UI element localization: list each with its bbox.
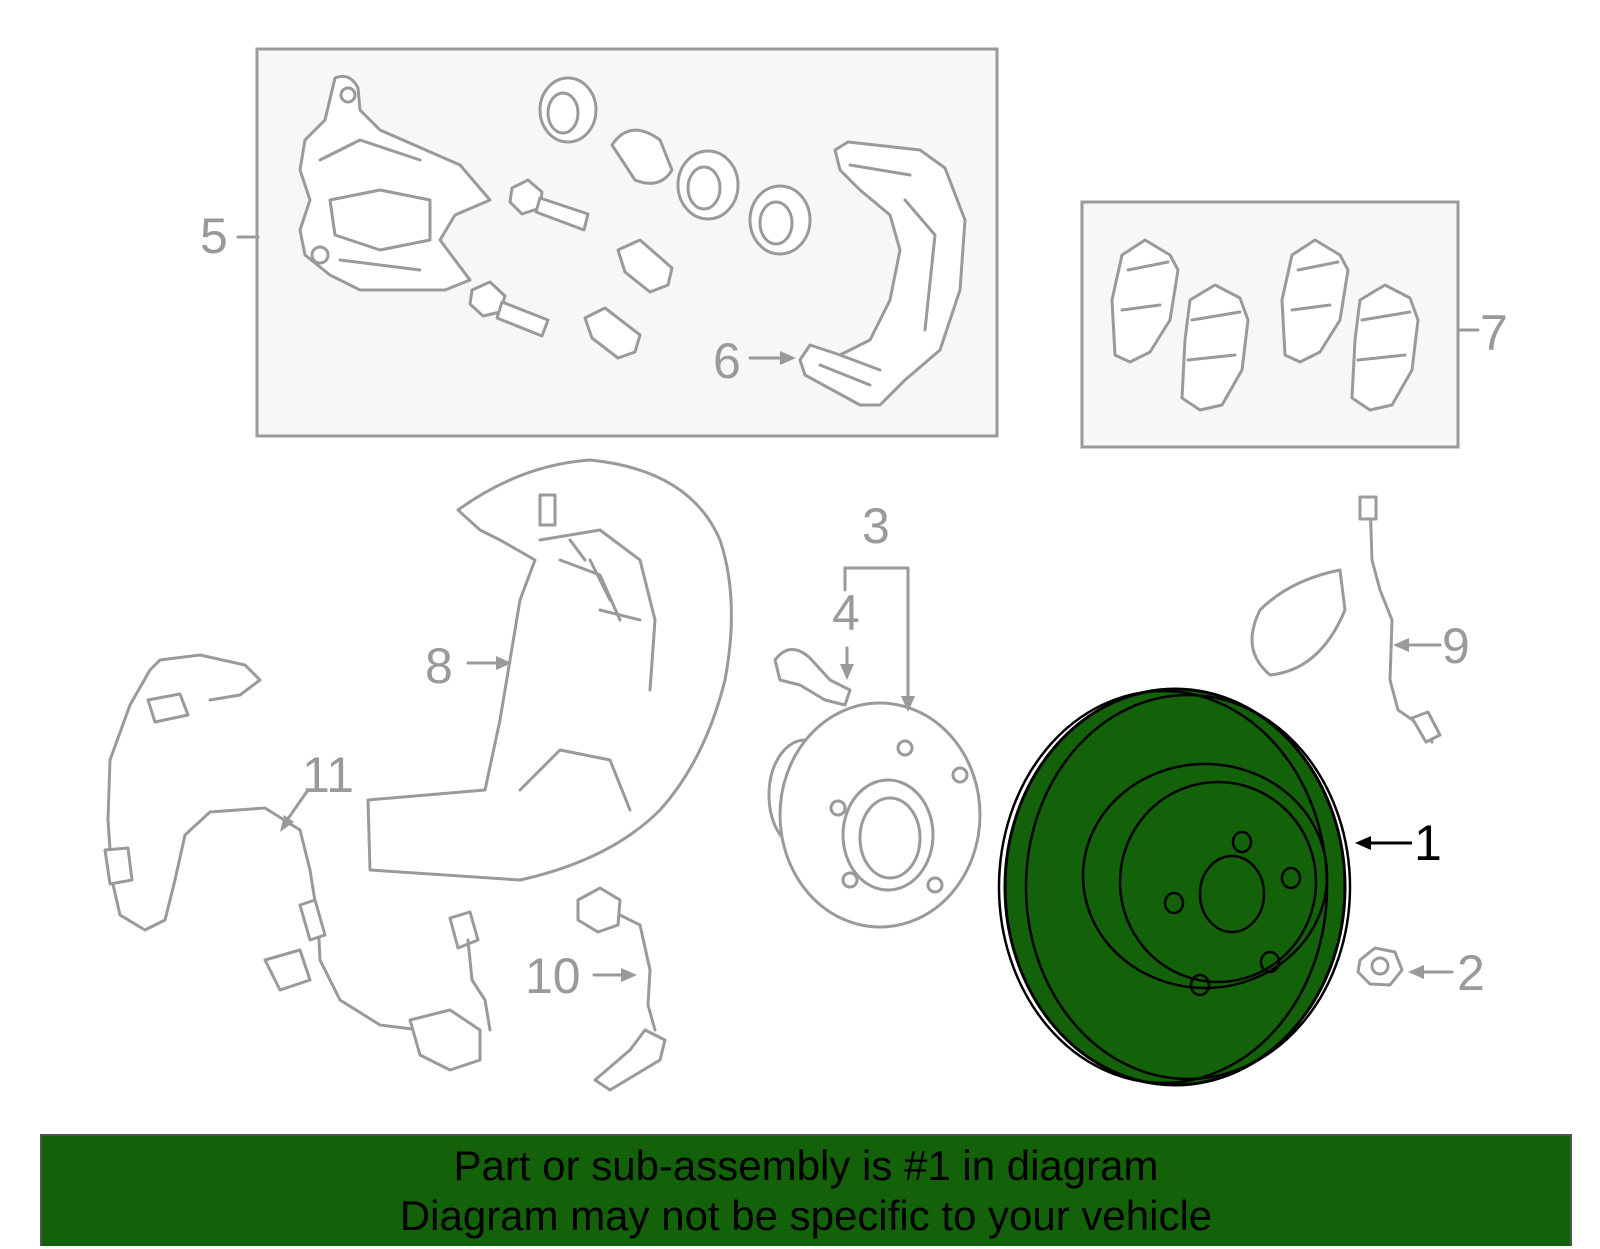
caliper-assembly-group bbox=[255, 47, 999, 438]
caliper-body bbox=[298, 74, 492, 292]
callout-1: 1 bbox=[1414, 815, 1442, 871]
callout-8: 8 bbox=[425, 638, 453, 694]
banner-line-1: Part or sub-assembly is #1 in diagram bbox=[453, 1142, 1159, 1189]
info-banner: Part or sub-assembly is #1 in diagram Di… bbox=[40, 1134, 1572, 1246]
brake-rotor-highlight bbox=[997, 687, 1352, 1087]
dust-shield bbox=[366, 458, 733, 882]
callout-6: 6 bbox=[713, 333, 741, 389]
brake-pad-4 bbox=[1350, 283, 1420, 412]
leader-lines bbox=[236, 235, 1480, 982]
brake-pad-group bbox=[1080, 200, 1460, 449]
callout-2: 2 bbox=[1457, 945, 1485, 1001]
callout-3: 3 bbox=[862, 498, 890, 554]
piston-boot bbox=[610, 128, 674, 185]
abs-harness bbox=[103, 653, 492, 1072]
wear-sensor-wire bbox=[1250, 495, 1442, 744]
callout-4: 4 bbox=[832, 585, 860, 641]
callout-7: 7 bbox=[1480, 305, 1508, 361]
wheel-hub bbox=[767, 701, 982, 929]
brake-pad-2 bbox=[1180, 283, 1250, 412]
callout-9: 9 bbox=[1442, 618, 1470, 674]
brake-pad-3 bbox=[1280, 238, 1350, 364]
wheel-stud bbox=[773, 648, 852, 707]
brake-pad-1 bbox=[1110, 238, 1180, 364]
callout-11: 11 bbox=[302, 747, 354, 803]
caliper-bracket bbox=[798, 140, 967, 407]
callout-5: 5 bbox=[200, 208, 228, 264]
guide-bolt-upper bbox=[508, 178, 590, 232]
lug-nut bbox=[1356, 946, 1404, 987]
guide-bolt-lower bbox=[468, 280, 550, 338]
piston-seal-1 bbox=[538, 76, 598, 144]
abs-sensor bbox=[576, 886, 667, 1092]
bushing-lower bbox=[583, 306, 642, 360]
banner-line-2: Diagram may not be specific to your vehi… bbox=[399, 1192, 1213, 1239]
bushing-upper bbox=[616, 238, 674, 294]
callout-10: 10 bbox=[525, 948, 581, 1004]
